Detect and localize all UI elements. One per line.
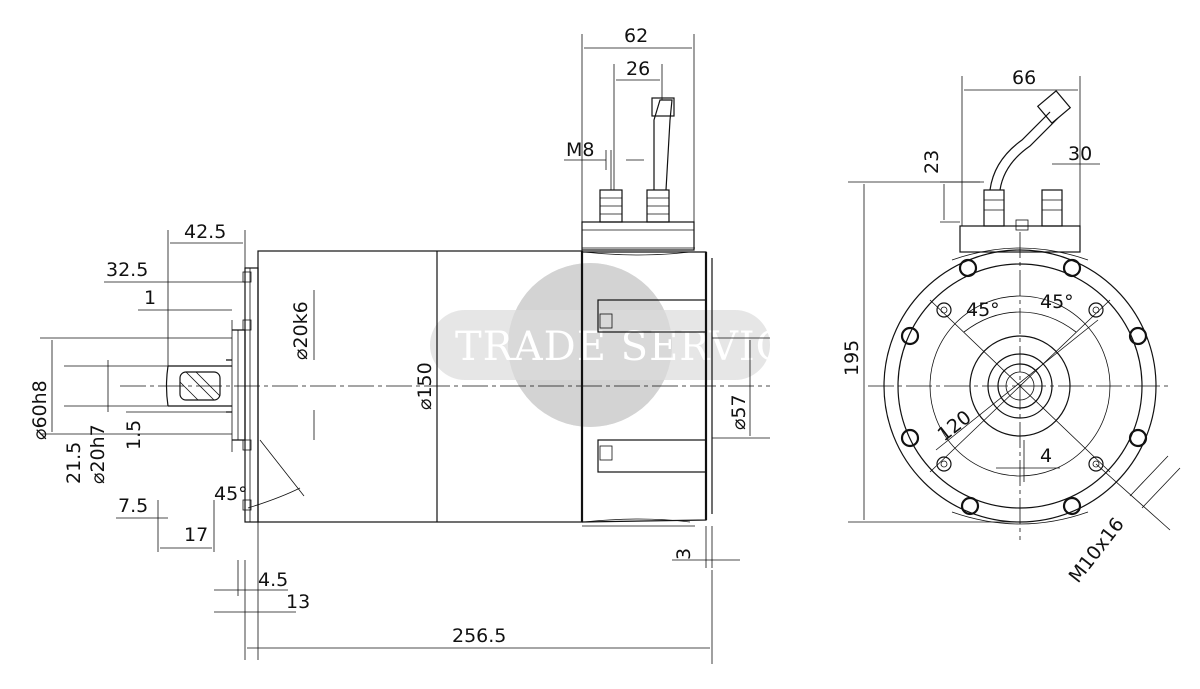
dim-45-left: 45° <box>966 299 1000 321</box>
dim-256-5: 256.5 <box>452 625 506 647</box>
dim-1: 1 <box>144 287 156 309</box>
dim-150: ⌀150 <box>414 362 436 410</box>
dim-20h7: ⌀20h7 <box>87 424 109 484</box>
dim-m10x16: M10x16 <box>1065 514 1129 587</box>
watermark: TRADE SERVICE <box>430 263 817 427</box>
dim-m8: M8 <box>566 139 594 161</box>
dim-3: 3 <box>673 548 695 560</box>
dim-60h8: ⌀60h8 <box>29 380 51 440</box>
side-view: 62 26 M8 42.5 32.5 1 ⌀20k6 <box>29 25 770 664</box>
front-view: 66 30 23 195 45° 45° 120 4 <box>841 67 1181 587</box>
dim-21-5: 21.5 <box>63 442 85 484</box>
dim-26: 26 <box>626 58 650 80</box>
dim-45-side: 45° <box>214 483 248 505</box>
dim-4-5: 4.5 <box>258 569 288 591</box>
dim-7-5: 7.5 <box>118 495 148 517</box>
dim-120: 120 <box>934 406 976 446</box>
dim-32-5: 32.5 <box>106 259 148 281</box>
dim-20k6: ⌀20k6 <box>290 301 312 360</box>
dim-30: 30 <box>1068 143 1092 165</box>
dim-23: 23 <box>921 150 943 174</box>
dim-45-right: 45° <box>1040 291 1074 313</box>
outer-bolts <box>900 258 1148 516</box>
dim-42-5: 42.5 <box>184 221 226 243</box>
dim-17: 17 <box>184 524 208 546</box>
watermark-text: TRADE SERVICE <box>455 324 817 370</box>
dim-66: 66 <box>1012 67 1036 89</box>
dim-1-5: 1.5 <box>123 420 145 450</box>
dim-195: 195 <box>841 340 863 376</box>
mounting-holes <box>936 302 1104 472</box>
dim-62: 62 <box>624 25 648 47</box>
dim-13: 13 <box>286 591 310 613</box>
dim-57: ⌀57 <box>728 394 750 430</box>
dim-4: 4 <box>1040 445 1052 467</box>
